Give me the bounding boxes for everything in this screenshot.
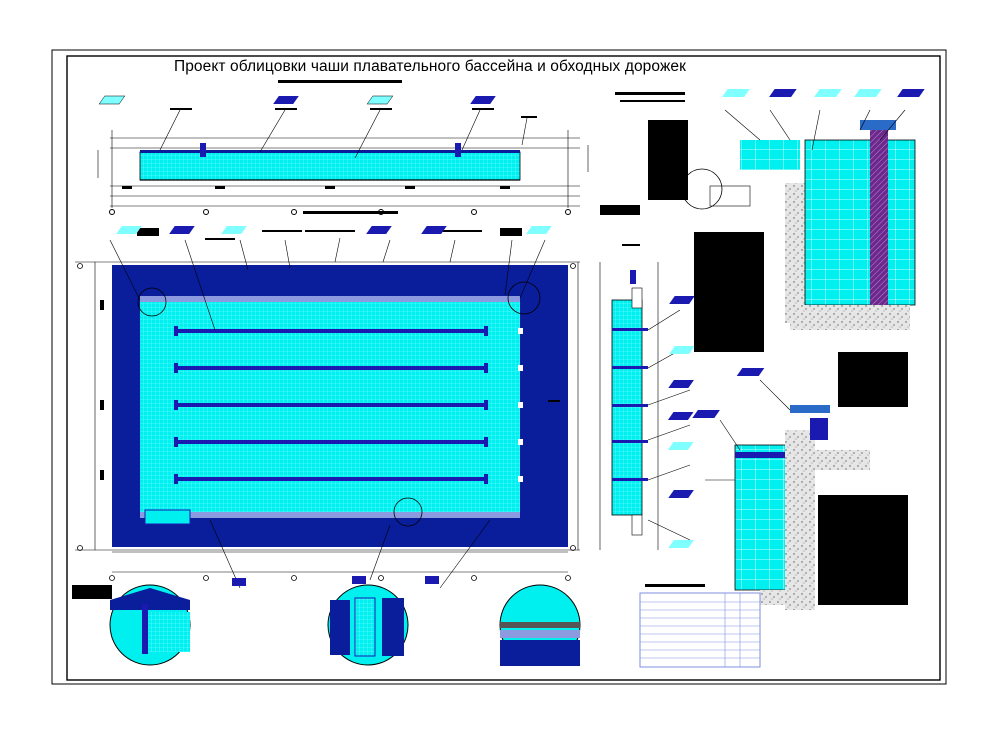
title-underline xyxy=(278,80,402,83)
cross-section xyxy=(599,244,695,550)
inner-frame xyxy=(66,55,941,681)
detail-lower-right xyxy=(692,368,870,610)
detail-top-right xyxy=(615,89,925,353)
outer-frame xyxy=(51,49,947,685)
annotation-blocks xyxy=(72,120,908,605)
quantity-table xyxy=(639,584,761,668)
pool-plan xyxy=(75,226,580,589)
drawing-title: Проект облицовки чаши плавательного басс… xyxy=(173,58,687,75)
round-detail-2 xyxy=(327,584,409,666)
round-detail-3 xyxy=(499,584,581,666)
round-detail-1 xyxy=(109,584,191,666)
longitudinal-section xyxy=(97,95,589,215)
